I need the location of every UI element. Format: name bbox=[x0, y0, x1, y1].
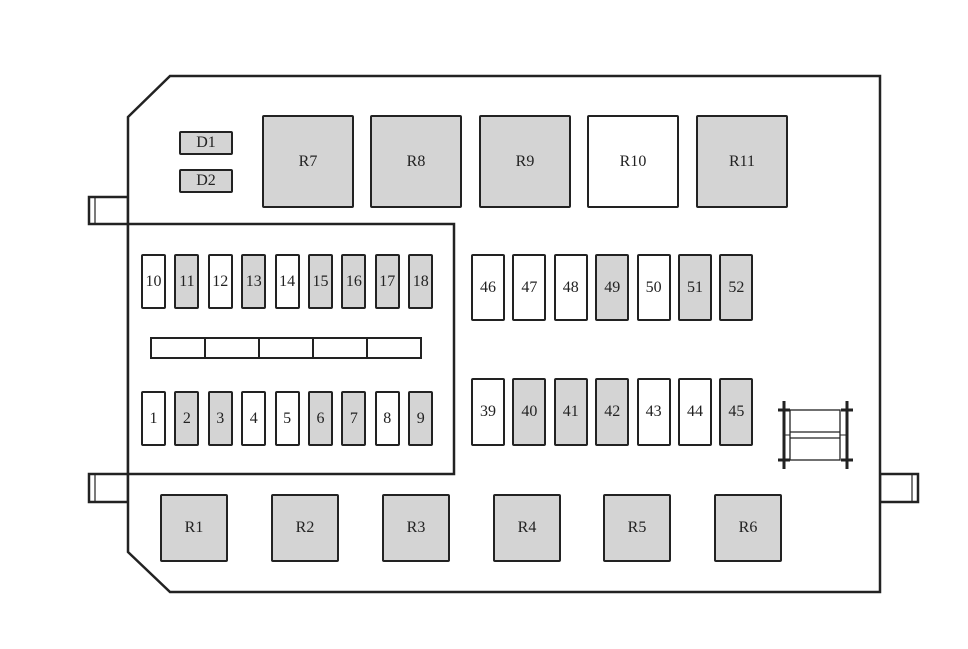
relay-r11: R11 bbox=[696, 115, 788, 208]
relay-r4: R4 bbox=[493, 494, 561, 562]
fuse-46: 46 bbox=[471, 254, 505, 321]
fuse-1: 1 bbox=[141, 391, 166, 446]
fuse-7: 7 bbox=[341, 391, 367, 446]
fuse-17: 17 bbox=[374, 254, 400, 309]
diode-d1: D1 bbox=[179, 131, 233, 155]
fuse-12: 12 bbox=[207, 254, 233, 309]
fuse-52: 52 bbox=[719, 254, 754, 321]
connector-symbol bbox=[778, 401, 853, 469]
fuse-4: 4 bbox=[241, 391, 267, 446]
relay-r7: R7 bbox=[262, 115, 354, 208]
fuse-47: 47 bbox=[512, 254, 547, 321]
fuse-18: 18 bbox=[408, 254, 434, 309]
relay-r5: R5 bbox=[603, 494, 671, 562]
fuse-puller-strip bbox=[150, 337, 422, 359]
diode-d2: D2 bbox=[179, 169, 233, 193]
fuse-15: 15 bbox=[308, 254, 333, 309]
relay-r2: R2 bbox=[271, 494, 339, 562]
fuse-51: 51 bbox=[678, 254, 712, 321]
fuse-13: 13 bbox=[241, 254, 267, 309]
fuse-50: 50 bbox=[636, 254, 671, 321]
fuse-3: 3 bbox=[207, 391, 233, 446]
fuse-14: 14 bbox=[274, 254, 300, 309]
fuse-49: 49 bbox=[595, 254, 630, 321]
relay-r1: R1 bbox=[160, 494, 228, 562]
fuse-48: 48 bbox=[553, 254, 588, 321]
fuse-10: 10 bbox=[141, 254, 166, 309]
fuse-8: 8 bbox=[374, 391, 400, 446]
fuse-40: 40 bbox=[512, 378, 547, 446]
fuse-45: 45 bbox=[719, 378, 754, 446]
relay-r9: R9 bbox=[479, 115, 571, 208]
fuse-44: 44 bbox=[678, 378, 712, 446]
relay-r10: R10 bbox=[587, 115, 679, 208]
fuse-43: 43 bbox=[636, 378, 671, 446]
fuse-42: 42 bbox=[595, 378, 630, 446]
relay-r6: R6 bbox=[714, 494, 782, 562]
fuse-6: 6 bbox=[308, 391, 333, 446]
fuse-16: 16 bbox=[341, 254, 367, 309]
fuse-9: 9 bbox=[408, 391, 434, 446]
fuse-11: 11 bbox=[174, 254, 200, 309]
fuse-41: 41 bbox=[553, 378, 588, 446]
fuse-5: 5 bbox=[274, 391, 300, 446]
relay-r3: R3 bbox=[382, 494, 450, 562]
fuse-2: 2 bbox=[174, 391, 200, 446]
fuse-39: 39 bbox=[471, 378, 505, 446]
relay-r8: R8 bbox=[370, 115, 462, 208]
